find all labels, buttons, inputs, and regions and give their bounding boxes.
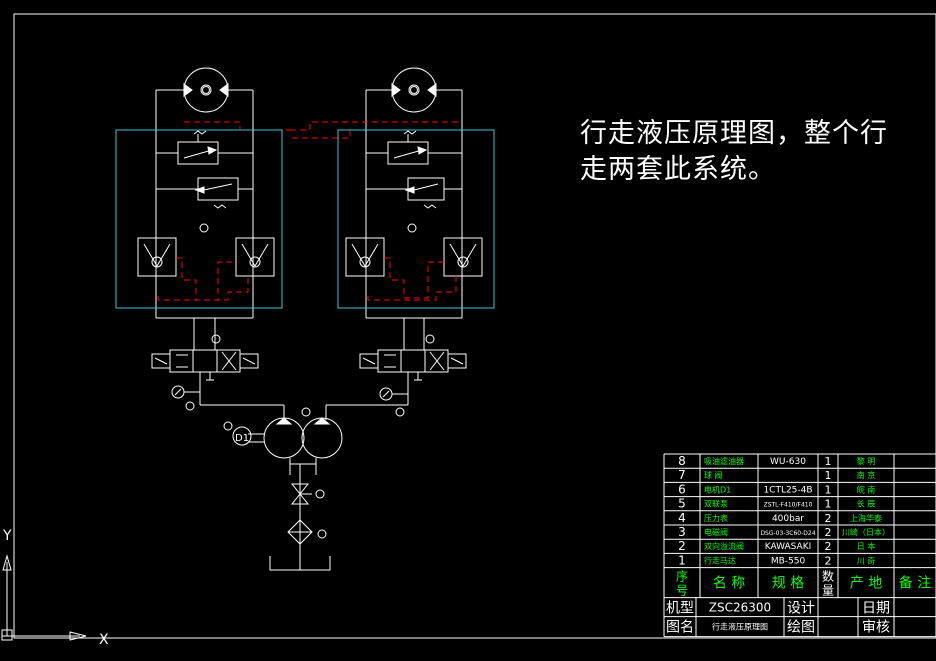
table-cell-spec: KAWASAKI [765, 542, 812, 552]
valve-block-right [337, 129, 495, 309]
table-cell-no: 3 [678, 525, 686, 539]
table-cell-spec: DSG-03-3C60-D24 [760, 530, 815, 537]
table-cell-no: 2 [678, 539, 686, 553]
table-cell-qty: 2 [825, 554, 832, 567]
table-cell-qty: 1 [825, 469, 832, 482]
table-cell-origin: 长 辰 [857, 499, 876, 509]
title-drawing-value: 行走液压原理图 [712, 622, 768, 632]
note-line-2: 走两套此系统。 [580, 154, 776, 185]
table-cell-name: 压力表 [704, 513, 728, 523]
table-cell-spec: MB-550 [771, 556, 806, 566]
title-date-label: 日期 [862, 601, 890, 617]
title-draw-label: 绘图 [787, 620, 815, 636]
table-cell-spec: WU-630 [770, 457, 806, 467]
valve-block-left [115, 129, 283, 309]
table-cell-origin: 黎 明 [857, 456, 876, 466]
left-circuit [137, 67, 290, 420]
title-drawing-label: 图名 [666, 620, 694, 636]
title-model-value: ZSC26300 [709, 601, 771, 615]
table-header-no: 号 [676, 584, 688, 598]
table-cell-no: 7 [678, 468, 686, 482]
title-review-label: 审核 [862, 620, 890, 636]
pump-unit [232, 417, 343, 571]
title-design-label: 设计 [787, 601, 815, 617]
note-line-1: 行走液压原理图，整个行 [580, 118, 888, 149]
table-header-no: 序 [676, 569, 688, 584]
table-cell-qty: 2 [825, 526, 832, 539]
table-header-origin: 产 地 [850, 576, 882, 592]
table-cell-no: 4 [678, 511, 686, 525]
table-cell-name: 双联泵 [704, 500, 728, 509]
table-cell-name: 吸油滤油器 [704, 456, 744, 466]
table-cell-origin: 川 奇 [857, 555, 876, 565]
table-header-qty: 数 [822, 569, 834, 584]
table-cell-name: 电机D1 [704, 484, 731, 494]
motor-label: D1 [235, 433, 249, 444]
table-cell-qty: 2 [825, 540, 832, 553]
table-cell-origin: 川崎（日本） [842, 527, 890, 537]
table-cell-origin: 皖 南 [857, 484, 876, 494]
right-circuit [290, 67, 483, 420]
title-model-label: 机型 [666, 601, 694, 617]
diagram-note: 行走液压原理图，整个行 走两套此系统。 [580, 116, 920, 188]
table-cell-qty: 1 [825, 498, 832, 511]
table-cell-no: 6 [678, 482, 686, 496]
table-cell-origin: 日 本 [857, 541, 876, 551]
table-cell-no: 5 [678, 497, 686, 511]
parts-list-table: 8 吸油滤油器 WU-630 1 黎 明 7 球 阀 1 南 京 6 电机D1 1CTL25-4B 1 皖… [663, 453, 936, 638]
ucs-x-label: X [99, 632, 109, 648]
table-header-qty: 量 [822, 584, 834, 598]
table-cell-name: 球 阀 [704, 470, 723, 480]
table-cell-spec: 1CTL25-4B [763, 485, 812, 495]
table-cell-origin: 南 京 [857, 470, 876, 480]
table-cell-no: 8 [678, 454, 686, 468]
table-cell-name: 电磁阀 [704, 527, 728, 537]
table-cell-qty: 1 [825, 483, 832, 496]
ucs-y-label: Y [2, 528, 12, 544]
ucs-icon [1, 554, 87, 641]
table-cell-origin: 上海华泰 [850, 513, 882, 523]
drawing-frame [13, 13, 936, 639]
table-cell-name: 行走马达 [704, 555, 736, 565]
table-cell-spec: 400bar [772, 514, 804, 524]
table-header-name: 名 称 [713, 576, 745, 592]
table-cell-spec: ZSTL-F410/F410 [764, 502, 813, 509]
table-header-remark: 备 注 [899, 575, 931, 592]
table-cell-qty: 1 [825, 455, 832, 468]
table-cell-name: 双向溢流阀 [704, 541, 744, 551]
table-cell-qty: 2 [825, 512, 832, 525]
table-header-spec: 规 格 [772, 576, 804, 592]
callouts [185, 86, 435, 539]
table-cell-no: 1 [678, 553, 686, 567]
electric-motor [232, 426, 252, 446]
